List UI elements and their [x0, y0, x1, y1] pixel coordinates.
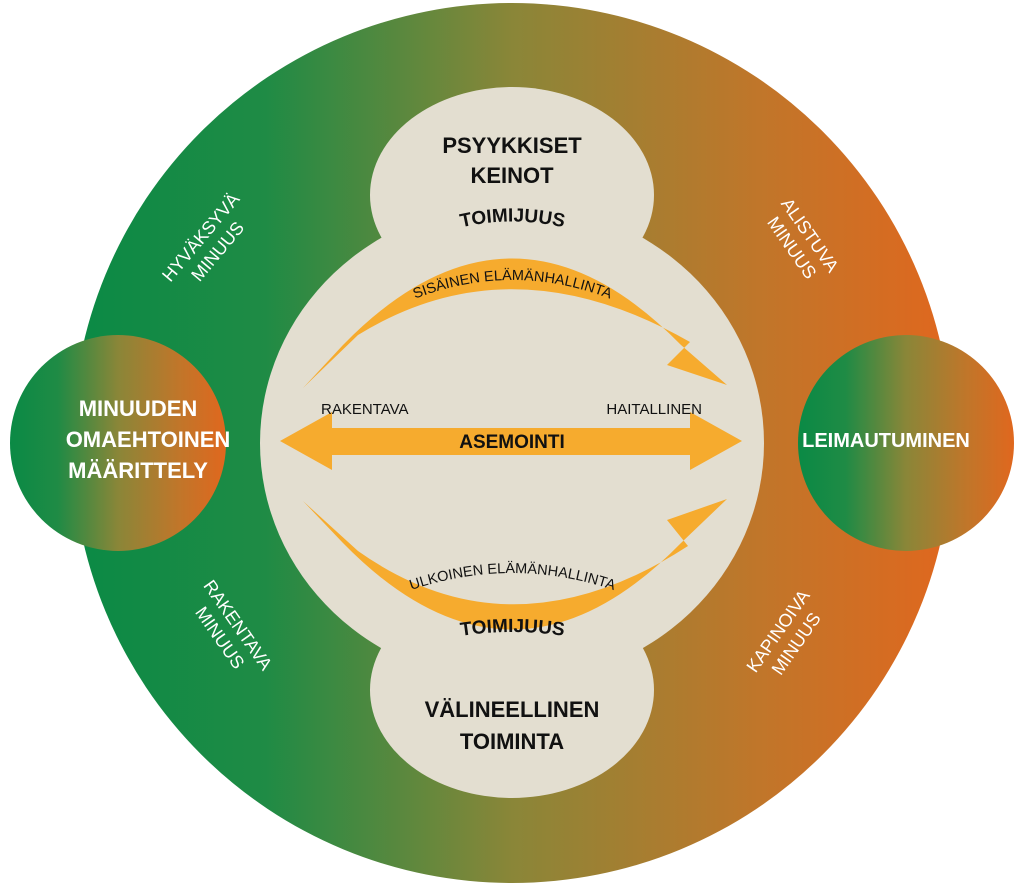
left-lobe-line3: MÄÄRITTELY [68, 458, 208, 483]
top-lobe-line2: KEINOT [470, 163, 554, 188]
left-lobe [10, 335, 226, 551]
right-lobe [798, 335, 1014, 551]
asemointi-arrow [280, 412, 742, 470]
bottom-arc-arrow [303, 499, 727, 630]
left-lobe-line1: MINUUDEN [79, 396, 198, 421]
bottom-arc-label: TOIMIJUUS [459, 616, 566, 641]
bottom-lobe-line2: TOIMINTA [460, 729, 564, 754]
left-lobe-line2: OMAEHTOINEN [66, 427, 231, 452]
axis-label: ASEMOINTI [459, 432, 565, 453]
right-lobe-label: LEIMAUTUMINEN [802, 430, 970, 452]
top-lobe [370, 87, 654, 303]
axis-right-end: HAITALLINEN [606, 401, 702, 418]
axis-left-end: RAKENTAVA [321, 401, 409, 418]
top-arc-arrow [303, 258, 727, 388]
bottom-arc-label-path: TOIMIJUUS [459, 616, 566, 641]
arrows [280, 258, 742, 630]
bottom-lobe [370, 582, 654, 798]
top-lobe-line1: PSYYKKISET [442, 133, 582, 158]
bottom-lobe-line1: VÄLINEELLINEN [425, 697, 600, 722]
